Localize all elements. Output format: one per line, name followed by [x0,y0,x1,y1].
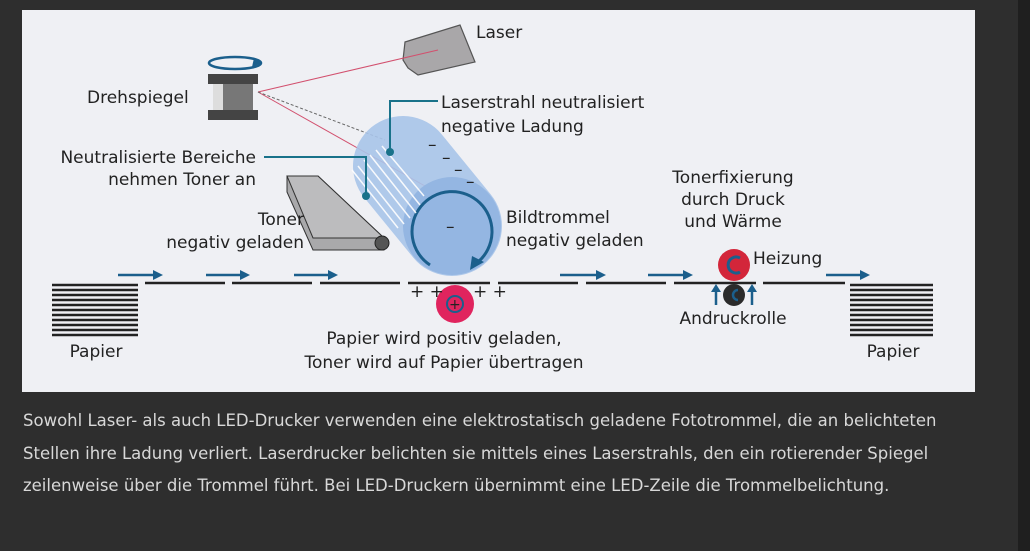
label-drum: negativ geladen [506,231,644,251]
paper-stack-right [850,283,933,337]
laser-printer-diagram: – – – – – + + + + + [22,10,975,392]
label-toner: negativ geladen [166,233,304,253]
svg-text:+: + [449,297,461,313]
label-mirror: Drehspiegel [87,88,189,108]
label-beam: Laserstrahl neutralisiert [441,93,645,113]
diagram-svg: – – – – – + + + + + [52,23,933,373]
heater-roller [718,249,750,281]
drum-charge: – [454,160,463,180]
drum-charge: – [446,217,455,237]
label-fixing: und Wärme [684,212,782,232]
label-pressure-roller: Andruckrolle [679,309,786,329]
scrollbar[interactable] [1018,0,1030,551]
transfer-roller: + + + + + [410,282,507,323]
positive-charge: + + [473,282,507,302]
toner-tray [286,175,390,251]
label-toner: Toner [257,210,304,230]
positive-charge: + + [410,282,444,302]
callout-beam [389,100,438,150]
callout-areas [264,156,367,195]
paper-arrows [118,270,870,280]
label-laser: Laser [476,23,522,43]
rotating-mirror [207,55,263,120]
label-fixing: durch Druck [681,190,785,210]
label-neutralized-areas: Neutralisierte Bereiche [60,148,256,168]
drum-charge: – [428,135,437,155]
paper-stack-left [52,283,138,337]
label-drum: Bildtrommel [506,208,610,228]
label-transfer: Papier wird positiv geladen, [326,329,561,349]
label-fixing: Tonerfixierung [671,168,793,188]
label-paper-right: Papier [867,342,920,362]
label-transfer: Toner wird auf Papier übertragen [304,353,584,373]
pressure-roller [711,284,757,306]
image-drum: – – – – – [351,116,502,276]
label-heater: Heizung [753,249,822,269]
figure-caption: Sowohl Laser- als auch LED-Drucker verwe… [23,411,937,495]
label-paper-left: Papier [70,342,123,362]
laser-beam [257,49,439,93]
laser-beam-dashed [257,91,386,141]
label-neutralized-areas: nehmen Toner an [108,170,256,190]
label-beam: negative Ladung [441,117,584,137]
drum-charge: – [466,172,475,192]
laser-unit [402,24,476,76]
drum-charge: – [442,148,451,168]
